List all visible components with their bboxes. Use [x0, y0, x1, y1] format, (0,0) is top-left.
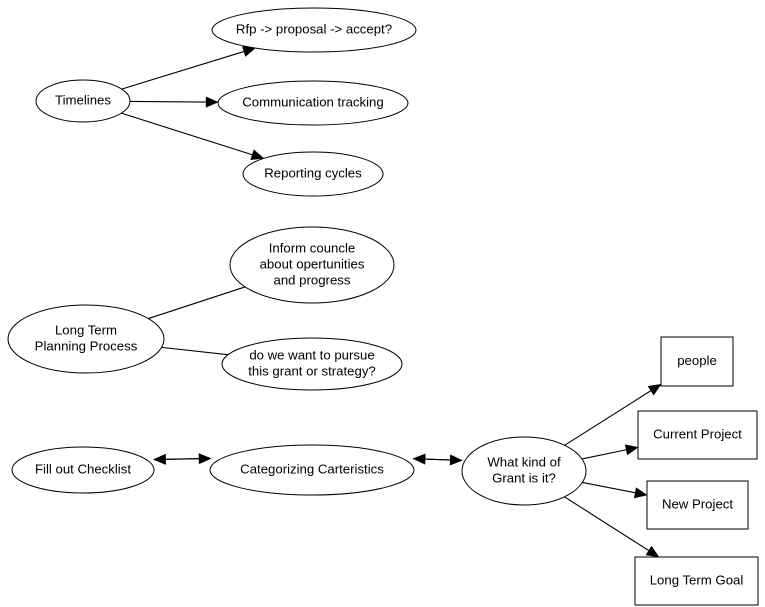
edge-line: [153, 458, 202, 461]
node-label: Categorizing Carteristics: [240, 461, 384, 476]
node-current-project[interactable]: Current Project: [637, 410, 758, 460]
node-label: and progress: [274, 272, 351, 287]
node-label: Communication tracking: [242, 94, 383, 109]
ellipse-shape[interactable]: [209, 444, 415, 496]
ellipse-shape[interactable]: [461, 436, 587, 506]
node-categorizing-carteristics[interactable]: Categorizing Carteristics: [209, 444, 415, 496]
node-fill-out-checklist[interactable]: Fill out Checklist: [11, 446, 155, 494]
edge-long-term-planning-process-to-pursue-grant-question: [161, 346, 229, 356]
edge-line: [121, 50, 247, 90]
edge-fill-out-checklist-to-categorizing-carteristics: [153, 453, 212, 465]
ellipse-shape[interactable]: [242, 151, 384, 197]
edge-what-kind-of-grant-to-current-project: [581, 444, 639, 460]
node-label: Current Project: [653, 426, 742, 441]
node-reporting-cycles[interactable]: Reporting cycles: [242, 151, 384, 197]
node-timelines[interactable]: Timelines: [35, 79, 131, 123]
ellipse-shape[interactable]: [35, 79, 131, 123]
node-label: do we want to pursue: [249, 347, 374, 362]
edge-line: [582, 481, 638, 494]
node-label: Reporting cycles: [264, 165, 362, 180]
ellipse-shape[interactable]: [221, 337, 403, 391]
edge-what-kind-of-grant-to-people: [564, 383, 662, 446]
node-label: Timelines: [55, 92, 111, 107]
rectangle-shape[interactable]: [634, 556, 759, 606]
ellipse-shape[interactable]: [211, 7, 417, 53]
node-label: Long Term: [55, 322, 117, 337]
arrow-head-icon: [198, 453, 212, 465]
arrow-head-icon: [647, 383, 662, 396]
node-label: New Project: [662, 496, 733, 511]
node-label: Grant is it?: [492, 470, 556, 485]
node-long-term-goal[interactable]: Long Term Goal: [634, 556, 759, 606]
ellipse-shape[interactable]: [11, 446, 155, 494]
edge-what-kind-of-grant-to-long-term-goal: [564, 496, 660, 558]
rectangle-shape[interactable]: [660, 336, 734, 387]
arrow-head-icon: [645, 545, 660, 558]
node-label: Planning Process: [35, 338, 138, 353]
ellipse-shape[interactable]: [217, 80, 409, 126]
arrow-head-icon: [449, 454, 463, 466]
rectangle-shape[interactable]: [646, 480, 749, 530]
node-label: Fill out Checklist: [35, 461, 131, 476]
node-communication-tracking[interactable]: Communication tracking: [217, 80, 409, 126]
ellipse-shape[interactable]: [229, 226, 395, 304]
edge-timelines-to-reporting-cycles: [121, 112, 265, 160]
arrow-head-icon: [205, 96, 219, 108]
edges-layer: [121, 46, 662, 558]
node-new-project[interactable]: New Project: [646, 480, 749, 530]
ellipse-shape[interactable]: [7, 304, 165, 374]
node-label: this grant or strategy?: [248, 363, 376, 378]
node-rfp-proposal-accept[interactable]: Rfp -> proposal -> accept?: [211, 7, 417, 53]
edge-line: [564, 389, 653, 446]
edge-timelines-to-communication-tracking: [129, 96, 219, 108]
edge-line: [121, 112, 255, 156]
arrow-head-icon: [250, 149, 265, 160]
node-label: people: [677, 353, 717, 368]
edge-line: [161, 346, 229, 356]
edge-line: [564, 496, 651, 553]
node-label: about opertunities: [260, 256, 365, 271]
edge-long-term-planning-process-to-inform-councle: [148, 286, 246, 320]
node-label: Inform councle: [269, 240, 356, 255]
node-label: Long Term Goal: [650, 572, 744, 587]
edge-timelines-to-rfp-proposal-accept: [121, 46, 257, 90]
rectangle-shape[interactable]: [637, 410, 758, 460]
edge-line: [148, 286, 246, 320]
edge-line: [129, 100, 209, 103]
nodes-layer: Timelines Rfp -> proposal -> accept? Commu…: [7, 7, 759, 606]
edge-what-kind-of-grant-to-new-project: [582, 481, 648, 499]
arrow-head-icon: [624, 444, 639, 456]
edge-line: [413, 458, 453, 461]
node-label: What kind of: [487, 454, 561, 469]
arrow-head-icon: [633, 487, 648, 499]
node-label: Rfp -> proposal -> accept?: [236, 21, 392, 36]
edge-categorizing-carteristics-to-what-kind-of-grant: [413, 454, 463, 466]
edge-line: [581, 448, 629, 460]
node-people[interactable]: people: [660, 336, 734, 387]
